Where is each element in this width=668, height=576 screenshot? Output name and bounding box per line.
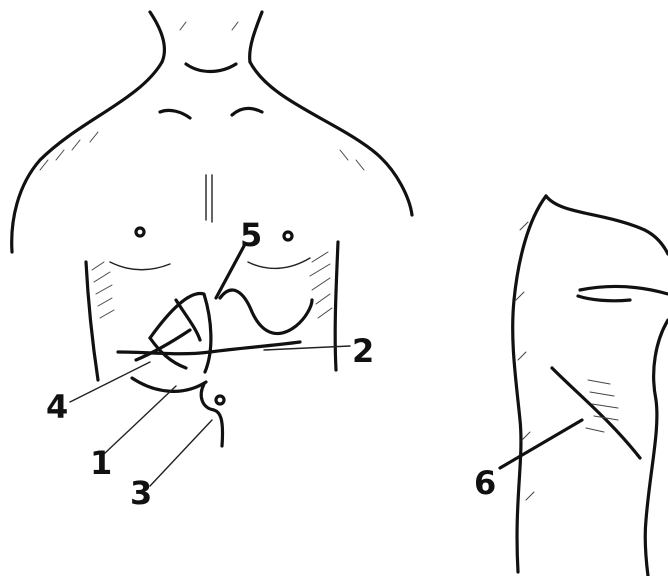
shoulder-hatching	[40, 22, 364, 170]
subcostal-line-right	[210, 342, 300, 352]
left-flank-hatching	[92, 262, 114, 318]
neck-left-outline	[150, 12, 164, 62]
left-nipple	[136, 228, 144, 236]
left-pectoral-curve	[110, 262, 170, 270]
right-nipple	[284, 232, 292, 240]
front-torso-view	[12, 12, 412, 446]
leader-2	[264, 346, 350, 350]
side-chest-outline	[645, 320, 668, 576]
left-shoulder-outline	[12, 62, 162, 252]
side-back-outline	[513, 196, 546, 572]
side-shoulder-outline	[546, 196, 668, 254]
side-arm-outline	[580, 287, 668, 294]
label-2: 2	[352, 332, 374, 370]
right-pectoral-curve	[248, 258, 310, 268]
v-line-left	[176, 300, 200, 340]
side-torso-view	[500, 196, 668, 576]
drain-opening	[216, 396, 224, 404]
left-flank-line	[86, 262, 98, 380]
label-4: 4	[46, 388, 68, 426]
right-flank-hatching	[310, 252, 332, 318]
right-shoulder-outline	[250, 62, 412, 215]
jaw-curve	[186, 64, 236, 72]
right-clavicle	[232, 108, 262, 115]
drain-tube	[201, 384, 222, 446]
left-clavicle	[160, 110, 190, 118]
label-5: 5	[240, 216, 262, 254]
label-6: 6	[474, 464, 496, 502]
xiphoid-curve	[220, 290, 312, 333]
side-arm-inner	[578, 296, 630, 301]
label-1: 1	[90, 444, 112, 482]
side-hatching	[516, 222, 618, 500]
leader-1	[104, 386, 176, 454]
right-flank-line	[335, 242, 338, 370]
leader-3	[150, 420, 212, 486]
neck-right-outline	[250, 12, 262, 62]
marker-6-line	[500, 420, 582, 468]
label-3: 3	[130, 474, 152, 512]
lower-arc	[132, 378, 206, 391]
